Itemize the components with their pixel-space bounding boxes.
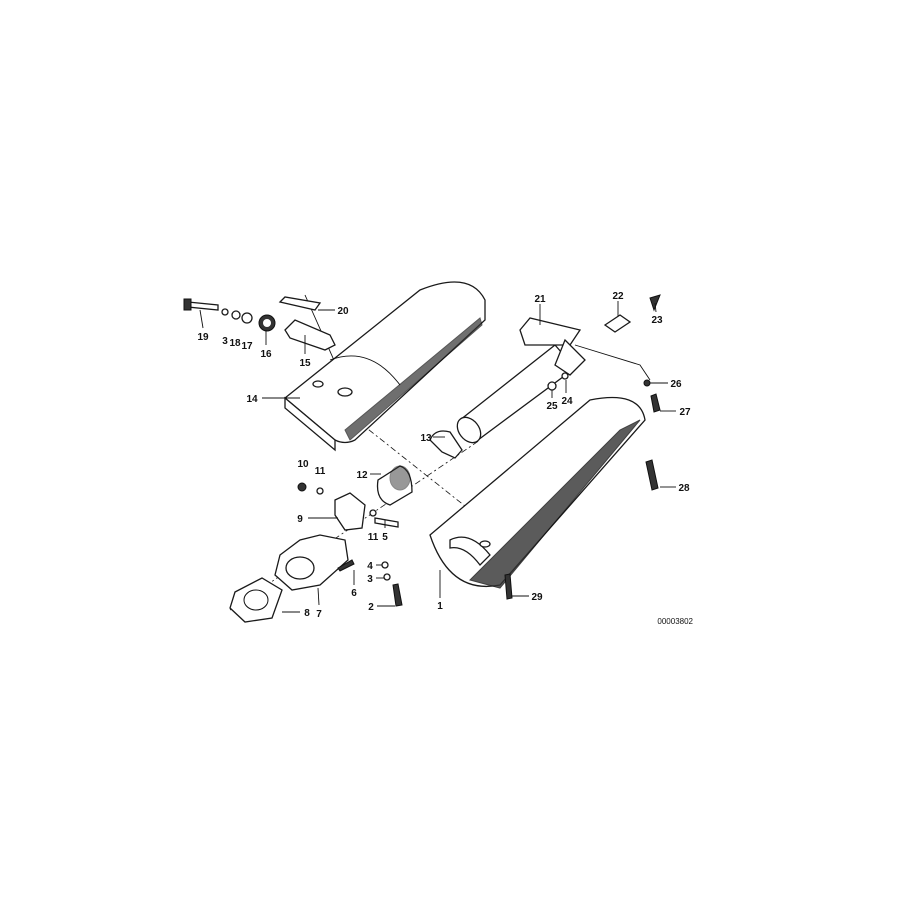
callout-10: 10 <box>297 459 309 470</box>
callout-2: 2 <box>368 602 374 613</box>
callout-19: 19 <box>197 332 209 343</box>
callout-3: 3 <box>367 574 373 585</box>
callout-4: 4 <box>367 561 373 572</box>
callout-25: 25 <box>546 401 558 412</box>
bracket-part-15 <box>284 319 336 351</box>
callout-1: 1 <box>437 601 443 612</box>
washer-part-24 <box>561 372 569 380</box>
callout-22: 22 <box>612 291 624 302</box>
washer-part-4 <box>381 561 389 569</box>
clamp-part-9 <box>334 492 366 531</box>
lower-shroud-part-1 <box>429 396 646 589</box>
assembly-axis <box>574 344 651 381</box>
callout-27: 27 <box>679 407 691 418</box>
callout-13: 13 <box>420 433 432 444</box>
callout-8: 8 <box>304 608 310 619</box>
callout-24: 24 <box>561 396 573 407</box>
bushing-part-17 <box>241 312 253 324</box>
callout-23: 23 <box>651 315 663 326</box>
clamp-part-13 <box>429 430 463 459</box>
callout-5: 5 <box>382 532 388 543</box>
plate-part-21 <box>519 317 582 346</box>
callout-16: 16 <box>260 349 272 360</box>
washer-part-18 <box>231 310 241 320</box>
bolt-part-19 <box>187 301 219 311</box>
screw-part-23 <box>649 294 661 312</box>
plate-part-20 <box>278 296 322 311</box>
callout-20: 20 <box>337 306 349 317</box>
washer-part-11b <box>369 509 377 517</box>
leader-lines <box>199 301 676 613</box>
callout-3: 3 <box>222 336 228 347</box>
nut-part-10 <box>297 482 307 492</box>
callout-11: 11 <box>315 466 326 477</box>
callout-18: 18 <box>229 338 241 349</box>
screw-part-29 <box>504 573 513 600</box>
screw-part-28 <box>645 459 659 491</box>
callout-17: 17 <box>241 341 253 352</box>
bracket-part-22 <box>603 314 632 333</box>
callout-26: 26 <box>670 379 682 390</box>
callout-7: 7 <box>316 609 322 620</box>
bolt-part-5 <box>374 517 399 528</box>
callout-15: 15 <box>299 358 311 369</box>
callout-11: 11 <box>368 532 379 543</box>
upper-shroud-part-14 <box>283 281 486 452</box>
nut-part-26 <box>643 379 651 387</box>
bolt-part-2 <box>392 583 403 607</box>
screw-part-27 <box>650 393 661 413</box>
bolt-head-part-19 <box>183 298 192 311</box>
callout-12: 12 <box>356 470 368 481</box>
bracket-part-21 <box>554 338 586 376</box>
callout-21: 21 <box>534 294 546 305</box>
screw-part-6 <box>337 559 355 572</box>
callout-29: 29 <box>531 592 543 603</box>
washer-part-3 <box>221 308 229 316</box>
drawing-number: 00003802 <box>657 617 693 626</box>
washer-part-3b <box>383 573 391 581</box>
callout-6: 6 <box>351 588 357 599</box>
callout-14: 14 <box>246 394 258 405</box>
callout-28: 28 <box>678 483 690 494</box>
callout-9: 9 <box>297 514 303 525</box>
washer-part-11 <box>316 487 324 495</box>
nut-part-25 <box>547 381 557 391</box>
callout-labels: 1 2 3 3 4 5 6 7 8 9 10 11 11 12 13 14 15… <box>197 291 691 620</box>
